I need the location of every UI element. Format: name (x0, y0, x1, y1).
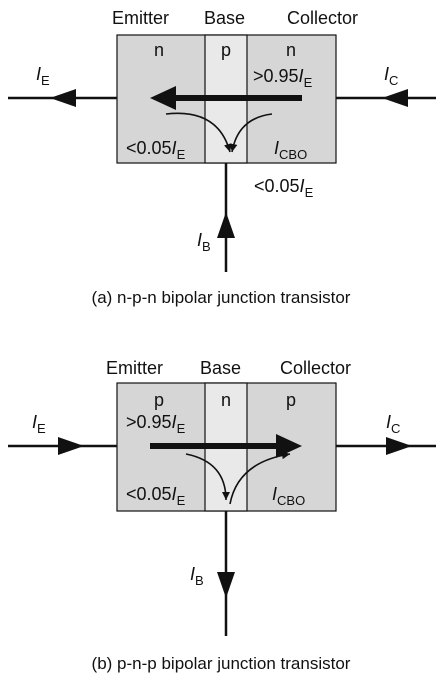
emitter-doping-label: n (154, 40, 164, 60)
base-doping-label: p (221, 40, 231, 60)
emitter-current-label: IE (32, 412, 46, 436)
emitter-doping-label: p (154, 390, 164, 410)
collector-current-fraction: >0.95IE (253, 66, 313, 90)
base-current-label: IB (197, 230, 211, 254)
emitter-current-arrow (58, 437, 84, 455)
base-current-arrow (217, 212, 235, 238)
collector-current-label: IC (384, 64, 398, 88)
pnp-diagram: Emitter Base Collector p n p IE IC IB >0… (8, 358, 436, 673)
pnp-caption: (b) p-n-p bipolar junction transistor (92, 654, 351, 673)
base-current-arrow (217, 572, 235, 598)
emitter-current-arrow (50, 89, 76, 107)
collector-current-arrow (382, 89, 408, 107)
emitter-current-label: IE (36, 64, 50, 88)
base-doping-label: n (221, 390, 231, 410)
leakage-current-label: ICBO (272, 484, 305, 508)
collector-doping-label: p (286, 390, 296, 410)
leakage-arrow (229, 113, 273, 153)
leakage-arrow (229, 451, 291, 505)
base-region-label: Base (204, 8, 245, 28)
collector-current-arrow (386, 437, 412, 455)
base-region-label: Base (200, 358, 241, 378)
collector-region-label: Collector (280, 358, 351, 378)
recombination-fraction: <0.05IE (126, 138, 186, 162)
npn-caption: (a) n-p-n bipolar junction transistor (92, 288, 351, 307)
main-current-arrowhead (150, 86, 176, 110)
leakage-current-label: ICBO (274, 138, 307, 162)
base-current-fraction: <0.05IE (254, 176, 314, 200)
emitter-current-fraction: >0.95IE (126, 412, 186, 436)
base-current-label: IB (190, 564, 204, 588)
collector-doping-label: n (286, 40, 296, 60)
collector-region-label: Collector (287, 8, 358, 28)
recombination-arrow (185, 453, 230, 501)
recombination-arrow (165, 112, 232, 153)
collector-current-label: IC (386, 412, 400, 436)
npn-diagram: Emitter Base Collector n p n IE IC IB >0… (8, 8, 436, 307)
emitter-region-label: Emitter (106, 358, 163, 378)
emitter-region-label: Emitter (112, 8, 169, 28)
recombination-fraction: <0.05IE (126, 484, 186, 508)
